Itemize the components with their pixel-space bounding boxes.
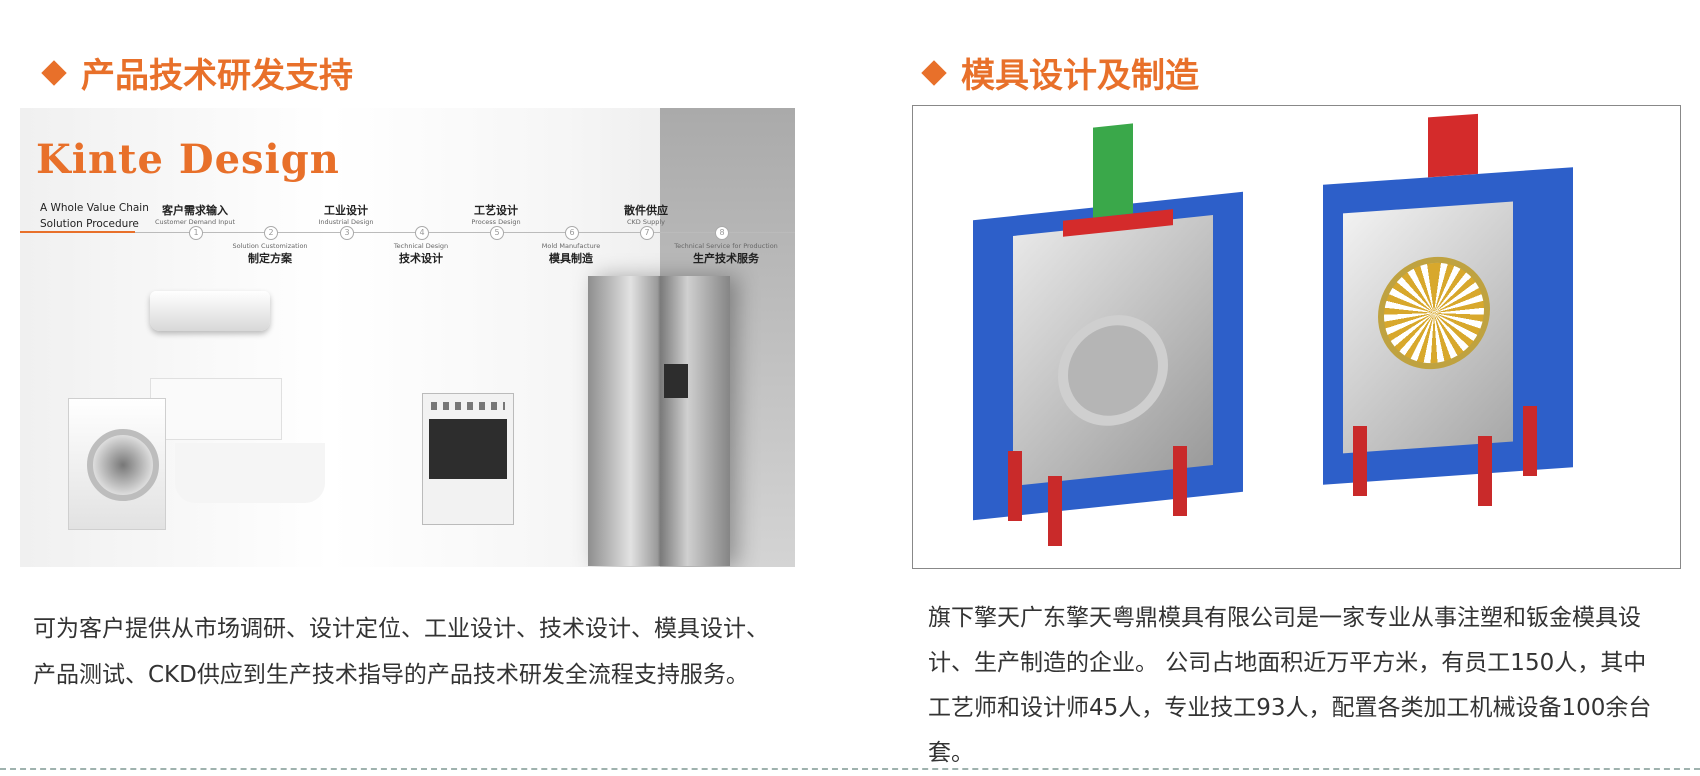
step-label-en: Process Design [471,218,521,226]
diamond-bullet-icon [41,59,67,86]
step-label-en: CKD Supply [626,218,666,226]
step-label-en: Solution Customization [232,242,308,250]
value-chain-label-line2: Solution Procedure [40,218,139,230]
step-label-cn: 工艺设计 [474,204,518,217]
step-label-ckd-supply: 散件供应 CKD Supply [586,202,706,226]
mold-leg [1353,426,1367,496]
process-timeline [135,232,795,233]
washing-machine-image [68,398,166,530]
mold-company-description: 旗下擎天广东擎天粤鼎模具有限公司是一家专业从事注塑和钣金模具设计、生产制造的企业… [928,605,1652,766]
section-title-text: 模具设计及制造 [961,56,1199,96]
section-title-text: 产品技术研发支持 [81,56,353,96]
step-label-process-design: 工艺设计 Process Design [436,202,556,226]
injection-mold-image [912,105,1681,569]
air-conditioner-image [150,291,270,331]
mold-leg [1008,451,1022,521]
step-label-en: Mold Manufacture [541,242,601,250]
fridge-dispenser [664,364,688,398]
washer-door [87,429,159,501]
orange-divider [20,231,135,233]
product-rd-description: 可为客户提供从市场调研、设计定位、工业设计、技术设计、模具设计、产品测试、CKD… [33,616,769,688]
step-label-cn: 制定方案 [248,252,292,265]
stove-oven-image [422,393,514,525]
step-label-solution: Solution Customization 制定方案 [205,242,335,266]
step-dot-3: 3 [340,226,354,240]
step-label-technical-design: Technical Design 技术设计 [356,242,486,266]
step-dot-4: 4 [415,226,429,240]
step-dot-5: 5 [490,226,504,240]
value-chain-label: A Whole Value Chain Solution Procedure [40,200,149,232]
step-label-en: Technical Service for Production [674,242,778,250]
kinte-design-process-image: Kinte Design A Whole Value Chain Solutio… [20,108,795,567]
step-label-customer-demand: 客户需求输入 Customer Demand Input [135,202,255,226]
step-label-industrial-design: 工业设计 Industrial Design [286,202,406,226]
step-dot-7: 7 [640,226,654,240]
step-dot-1: 1 [189,226,203,240]
shelf-image [150,378,282,440]
step-dot-6: 6 [565,226,579,240]
oven-window [429,419,507,479]
step-label-cn: 散件供应 [624,204,668,217]
mold-leg [1478,436,1492,506]
step-label-en: Customer Demand Input [154,218,236,226]
brand-logo-text: Kinte Design [36,136,340,183]
value-chain-label-line1: A Whole Value Chain [40,202,149,214]
mold-red-block [1428,113,1478,178]
step-label-cn: 客户需求输入 [162,204,228,217]
mold-green-cylinder [1093,123,1133,218]
mold-leg [1173,446,1187,516]
section-title-mold-design: 模具设计及制造 [921,48,1199,97]
diamond-bullet-icon [921,59,947,86]
step-label-en: Technical Design [393,242,449,250]
step-label-cn: 模具制造 [549,252,593,265]
mold-leg [1523,406,1537,476]
bottom-dashed-divider [0,768,1700,770]
step-label-cn: 生产技术服务 [693,252,759,265]
stove-knobs [431,402,505,410]
step-label-mold-manufacture: Mold Manufacture 模具制造 [506,242,636,266]
step-dot-2: 2 [264,226,278,240]
section-title-product-rd: 产品技术研发支持 [41,48,353,97]
step-label-cn: 工业设计 [324,204,368,217]
step-label-production-service: Technical Service for Production 生产技术服务 [661,242,791,266]
step-label-cn: 技术设计 [399,252,443,265]
mold-leg [1048,476,1062,546]
step-label-en: Industrial Design [318,218,374,226]
step-dot-8: 8 [715,226,729,240]
refrigerator-image [588,276,730,566]
bathtub-image [175,443,325,503]
